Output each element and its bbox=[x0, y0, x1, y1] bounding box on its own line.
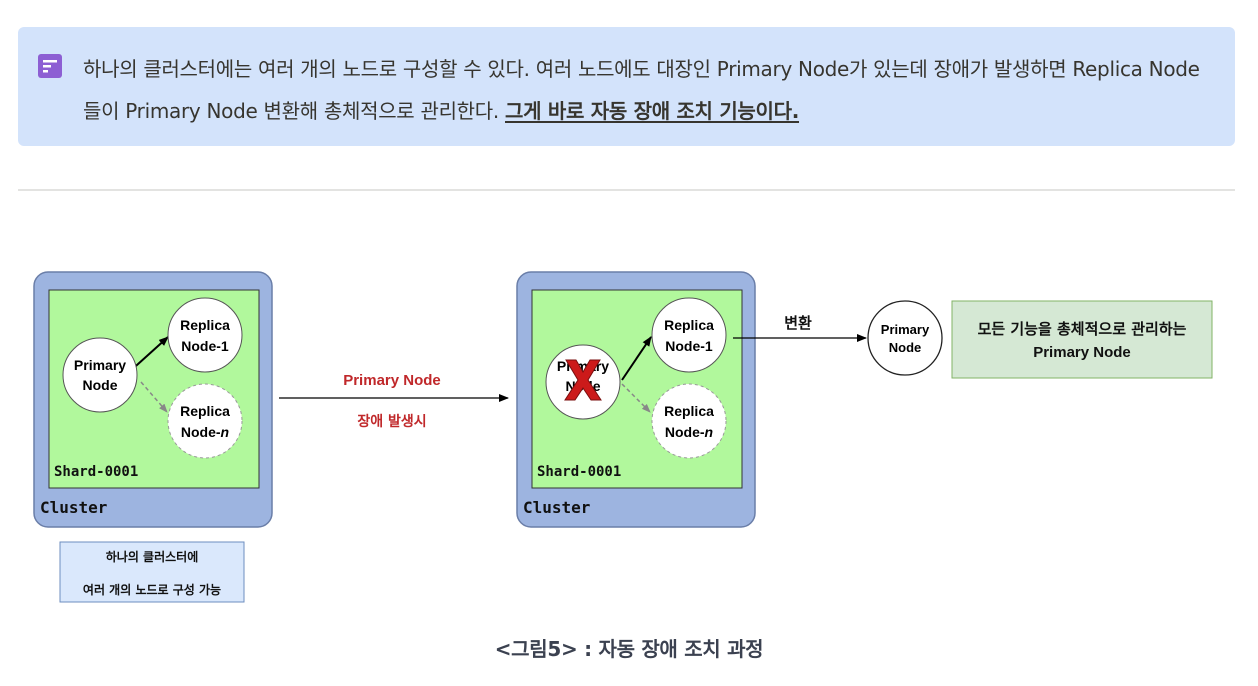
right-replica1-text-2: Node-1 bbox=[665, 338, 713, 354]
result-line-2: Primary Node bbox=[1033, 344, 1131, 361]
memo-icon bbox=[38, 54, 62, 78]
transform: 변환 bbox=[733, 314, 867, 342]
right-replican-text-1: Replica bbox=[664, 403, 714, 419]
left-primary-text-1: Primary bbox=[74, 357, 126, 373]
left-replican-text-1: Replica bbox=[180, 403, 230, 419]
failure-event: Primary Node 장애 발생시 bbox=[279, 372, 509, 430]
new-primary-text-1: Primary bbox=[881, 322, 930, 337]
callout-emphasis: 그게 바로 자동 장애 조치 기능이다. bbox=[505, 99, 800, 123]
transform-label: 변환 bbox=[784, 314, 812, 332]
new-primary-text-2: Node bbox=[889, 340, 922, 355]
right-replican-text-2: Node-n bbox=[665, 424, 713, 440]
left-primary-node: Primary Node bbox=[62, 337, 138, 413]
right-arrow-replica1 bbox=[621, 336, 652, 381]
right-replica1-text-1: Replica bbox=[664, 317, 714, 333]
right-shard-label: Shard-0001 bbox=[537, 464, 621, 480]
divider bbox=[18, 189, 1235, 191]
right-replica1-node: Replica Node-1 bbox=[651, 297, 727, 373]
left-note-line-1: 하나의 클러스터에 bbox=[106, 549, 199, 564]
left-primary-text-2: Node bbox=[83, 377, 118, 393]
left-note: 하나의 클러스터에 여러 개의 노드로 구성 가능 bbox=[59, 541, 245, 603]
callout-text: 하나의 클러스터에는 여러 개의 노드로 구성할 수 있다. 여러 노드에도 대… bbox=[83, 48, 1203, 132]
result-line-1: 모든 기능을 총체적으로 관리하는 bbox=[978, 320, 1187, 338]
callout-body: 하나의 클러스터에는 여러 개의 노드로 구성할 수 있다. 여러 노드에도 대… bbox=[83, 57, 1200, 123]
right-cluster-label: Cluster bbox=[523, 498, 590, 517]
event-label-1: Primary Node bbox=[343, 372, 441, 389]
new-primary-node: Primary Node bbox=[867, 300, 943, 376]
failure-x-icon bbox=[564, 359, 602, 401]
figure-caption: <그림5> : 자동 장애 조치 과정 bbox=[494, 637, 764, 661]
left-note-line-2: 여러 개의 노드로 구성 가능 bbox=[83, 582, 221, 597]
left-replica1-text-2: Node-1 bbox=[181, 338, 229, 354]
callout: 하나의 클러스터에는 여러 개의 노드로 구성할 수 있다. 여러 노드에도 대… bbox=[18, 27, 1235, 146]
left-shard-label: Shard-0001 bbox=[54, 464, 138, 480]
right-failed-primary-node: Primary Node bbox=[545, 344, 621, 420]
left-cluster: Shard-0001 Cluster Primary Node Replica … bbox=[33, 271, 273, 528]
event-label-2: 장애 발생시 bbox=[357, 413, 426, 430]
left-replican-node: Replica Node-n bbox=[167, 383, 243, 459]
result-box: 모든 기능을 총체적으로 관리하는 Primary Node bbox=[951, 300, 1213, 379]
right-cluster: Shard-0001 Cluster Primary Node Replica … bbox=[516, 271, 756, 528]
right-replican-node: Replica Node-n bbox=[651, 383, 727, 459]
left-replican-text-2: Node-n bbox=[181, 424, 229, 440]
left-replica1-text-1: Replica bbox=[180, 317, 230, 333]
left-replica1-node: Replica Node-1 bbox=[167, 297, 243, 373]
left-cluster-label: Cluster bbox=[40, 498, 107, 517]
